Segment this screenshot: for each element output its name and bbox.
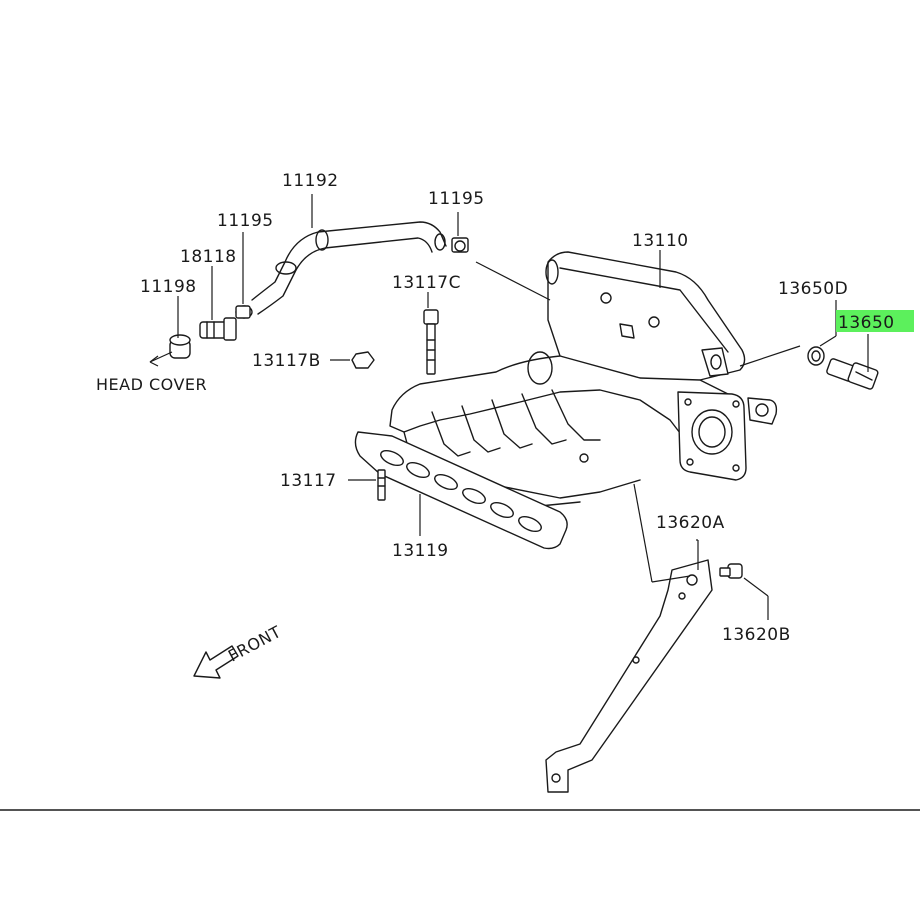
hose-clamp-right[interactable] (451, 237, 469, 253)
label-13117c[interactable]: 13117C (392, 273, 461, 293)
annotation-head-cover: HEAD COVER (96, 375, 207, 394)
manifold-bracket[interactable] (545, 559, 713, 793)
temperature-sensor[interactable] (826, 358, 879, 390)
label-11198[interactable]: 11198 (140, 277, 197, 297)
front-arrow-icon (193, 645, 239, 679)
manifold-gasket[interactable] (354, 431, 568, 550)
label-11195-right[interactable]: 11195 (428, 189, 485, 209)
label-13650d[interactable]: 13650D (778, 279, 848, 299)
label-11192[interactable]: 11192 (282, 171, 339, 191)
manifold-nut[interactable] (351, 351, 375, 369)
label-11195-left[interactable]: 11195 (217, 211, 274, 231)
manifold-bolt[interactable] (423, 309, 439, 375)
label-13620b[interactable]: 13620B (722, 625, 791, 645)
bracket-bolt[interactable] (719, 563, 743, 579)
highlight-13650 (836, 310, 914, 332)
label-13117b[interactable]: 13117B (252, 351, 321, 371)
pcv-valve[interactable] (199, 317, 237, 341)
intake-manifold[interactable] (389, 251, 778, 507)
hose-clamp-left[interactable] (235, 305, 253, 319)
grommet[interactable] (169, 334, 191, 359)
label-13117[interactable]: 13117 (280, 471, 337, 491)
breather-hose[interactable] (251, 221, 447, 315)
label-18118[interactable]: 18118 (180, 247, 237, 267)
label-13110[interactable]: 13110 (632, 231, 689, 251)
label-13119[interactable]: 13119 (392, 541, 449, 561)
label-13650[interactable]: 13650 (838, 313, 895, 333)
leader-lines (149, 194, 869, 620)
annotation-front: FRONT (225, 622, 284, 666)
manifold-stud[interactable] (377, 469, 386, 501)
sensor-washer[interactable] (807, 346, 825, 366)
label-13620a[interactable]: 13620A (656, 513, 725, 533)
